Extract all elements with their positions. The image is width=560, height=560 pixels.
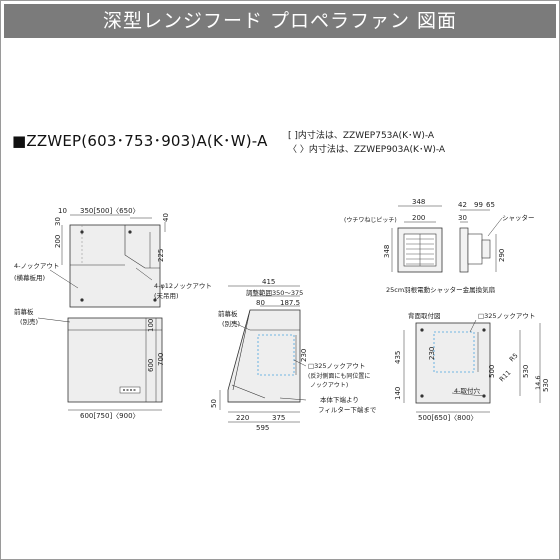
fan-pitch: (ウチワねじピッチ) bbox=[344, 216, 397, 224]
back-dim-530: 530 bbox=[522, 365, 530, 378]
back-holes: 4-取付穴 bbox=[454, 386, 480, 395]
back-r5: R5 bbox=[508, 352, 520, 364]
top-knockout4-sub: (横幕板用) bbox=[14, 273, 45, 282]
shutter-plate bbox=[459, 227, 469, 273]
side-dim-375: 375 bbox=[272, 414, 285, 422]
side-dim-230: 230 bbox=[300, 349, 308, 362]
front-dim-width: 600[750]〈900〉 bbox=[80, 412, 140, 420]
shutter-dim-42: 42 bbox=[458, 201, 467, 209]
model-title: ■ZZWEP(603･753･903)A(K･W)-A bbox=[12, 132, 268, 150]
back-view-body bbox=[415, 322, 491, 404]
top-knockout12-sub: (天吊用) bbox=[154, 292, 179, 300]
back-dim-435: 435 bbox=[394, 351, 402, 364]
back-title: 背面取付図 bbox=[408, 311, 441, 320]
front-dim-700: 700 bbox=[157, 353, 165, 366]
top-dim-200: 200 bbox=[54, 235, 62, 248]
side-dim-range: 調整範囲350〜375 bbox=[246, 288, 303, 297]
back-dim-140: 140 bbox=[394, 387, 402, 400]
side-dim-415: 415 bbox=[262, 278, 275, 286]
top-knockout4: 4-ノックアウト bbox=[14, 262, 59, 270]
back-view: 435 140 230 500 530 530 14.6 R5 R11 500[… bbox=[394, 311, 550, 422]
side-ko325-sub2: ノックアウト) bbox=[310, 381, 348, 389]
front-maku: 前幕板 bbox=[14, 307, 34, 316]
top-view-body bbox=[69, 224, 161, 308]
shutter-dim-99: 99 bbox=[474, 201, 483, 209]
front-maku-sub: (別売) bbox=[20, 317, 38, 326]
top-dim-30: 30 bbox=[54, 217, 62, 226]
side-ko325-sub1: (反対側面にも同位置に bbox=[308, 372, 370, 380]
side-maku: 前幕板 bbox=[218, 309, 238, 318]
front-view-body bbox=[67, 317, 163, 403]
side-dim-80: 80 bbox=[256, 299, 265, 307]
header-bar: 深型レンジフード プロペラファン 図面 bbox=[4, 4, 556, 38]
top-dim-350: 350[500]〈650〉 bbox=[80, 207, 140, 215]
page-title: 深型レンジフード プロペラファン 図面 bbox=[102, 10, 458, 32]
fan-dim-348w: 348 bbox=[412, 198, 425, 206]
note-paren: 〈 〉内寸法は、ZZWEP903A(K･W)-A bbox=[288, 145, 446, 155]
back-dim-width: 500[650]〈800〉 bbox=[418, 414, 478, 422]
fan-caption: 25cm羽根電動シャッター金属換気扇 bbox=[386, 285, 495, 294]
front-dim-600: 600 bbox=[147, 359, 155, 372]
shutter-dim-65: 65 bbox=[486, 201, 495, 209]
shutter-label: シャッター bbox=[502, 213, 535, 222]
side-maku-sub: (別売) bbox=[222, 319, 240, 328]
front-dim-100: 100 bbox=[147, 319, 155, 332]
back-r11: R11 bbox=[498, 369, 513, 384]
note-bracket: [ ]内寸法は、ZZWEP753A(K･W)-A bbox=[288, 131, 435, 141]
shutter-view: 42 99 65 30 290 シャッター bbox=[458, 201, 535, 273]
side-filter2: フィルター下端まで bbox=[318, 405, 377, 414]
top-dim-40: 40 bbox=[162, 213, 170, 222]
side-knockout-325 bbox=[257, 334, 295, 376]
side-dim-595: 595 bbox=[256, 424, 269, 432]
fan-dim-348h: 348 bbox=[383, 245, 391, 258]
top-knockout12: 4-φ12ノックアウト bbox=[154, 282, 212, 290]
side-dim-50: 50 bbox=[210, 399, 218, 408]
side-dim-187-5: 187.5 bbox=[280, 299, 300, 307]
back-dim-230: 230 bbox=[428, 347, 436, 360]
shutter-dim-290: 290 bbox=[498, 249, 506, 262]
top-dim-225: 225 bbox=[157, 249, 165, 262]
side-view: 415 調整範囲350〜375 80 187.5 230 50 220 375 … bbox=[210, 278, 377, 432]
back-dim-500: 500 bbox=[488, 365, 496, 378]
top-view: 10 350[500]〈650〉 40 200 30 225 4-ノックアウト … bbox=[14, 207, 212, 308]
fan-dim-200: 200 bbox=[412, 214, 425, 222]
side-dim-220: 220 bbox=[236, 414, 249, 422]
model-notes: [ ]内寸法は、ZZWEP753A(K･W)-A 〈 〉内寸法は、ZZWEP90… bbox=[288, 129, 445, 157]
back-knockout-325 bbox=[433, 331, 475, 373]
front-view: 100 600 700 600[750]〈900〉 前幕板 (別売) bbox=[14, 307, 165, 420]
back-ko325: □325ノックアウト bbox=[478, 312, 535, 320]
fan-louver-icon bbox=[406, 234, 434, 266]
back-dim-14-6: 14.6 bbox=[534, 376, 542, 390]
side-ko325: □325ノックアウト bbox=[308, 362, 365, 370]
shutter-dim-30: 30 bbox=[458, 214, 467, 222]
side-filter1: 本体下端より bbox=[320, 395, 359, 404]
top-dim-10: 10 bbox=[58, 207, 67, 215]
fan-view: 348 200 348 (ウチワねじピッチ) 25cm羽根電動シャッター金属換気… bbox=[344, 198, 495, 294]
back-dim-530b: 530 bbox=[542, 379, 550, 392]
